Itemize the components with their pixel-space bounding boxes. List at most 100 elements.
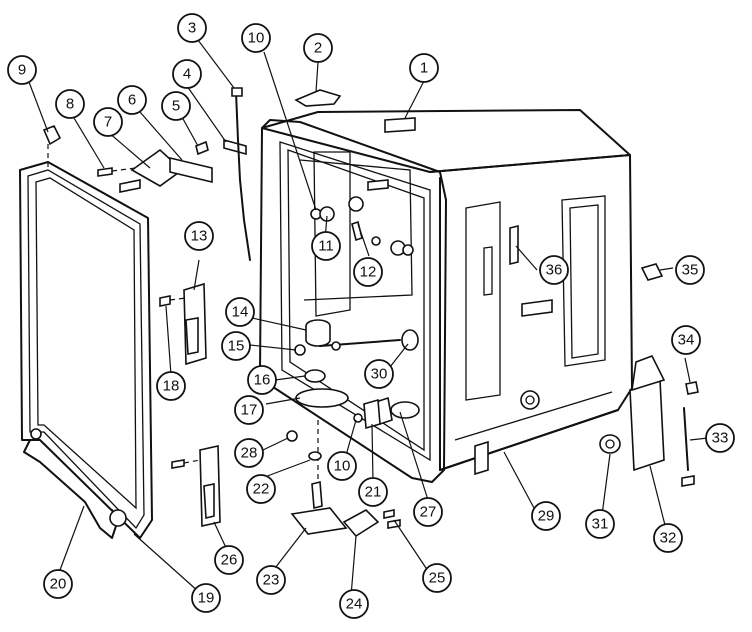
callout-number: 5 <box>172 98 180 115</box>
callout-circle <box>93 107 123 137</box>
callout-number: 1 <box>420 60 428 77</box>
callout-circle <box>653 523 683 553</box>
callout-11: 11 <box>311 231 341 261</box>
callout-3: 3 <box>177 13 207 43</box>
callout-circle <box>7 55 37 85</box>
callout-circle <box>225 297 255 327</box>
callout-number: 35 <box>682 262 699 279</box>
callout-number: 4 <box>183 66 191 83</box>
callout-number: 17 <box>241 402 258 419</box>
callout-circle <box>358 477 388 507</box>
callout-circle <box>585 509 615 539</box>
callout-circle <box>177 13 207 43</box>
callout-number: 20 <box>50 576 67 593</box>
callout-18: 18 <box>156 371 186 401</box>
callout-circle <box>353 257 383 287</box>
callout-number: 7 <box>104 114 112 131</box>
callout-number: 9 <box>18 62 26 79</box>
callout-number: 28 <box>241 445 258 462</box>
callout-number: 13 <box>191 228 208 245</box>
loose-parts <box>42 87 699 538</box>
callout-25: 25 <box>422 563 452 593</box>
callout-7: 7 <box>93 107 123 137</box>
callout-21: 21 <box>358 477 388 507</box>
callout-14: 14 <box>225 297 255 327</box>
callout-12: 12 <box>353 257 383 287</box>
callout-circle <box>705 423 735 453</box>
door-gasket <box>19 161 153 539</box>
callout-number: 36 <box>546 262 563 279</box>
callout-33: 33 <box>705 423 735 453</box>
callout-number: 8 <box>66 96 74 113</box>
callout-circle <box>156 371 186 401</box>
callout-number: 31 <box>592 516 609 533</box>
callout-26: 26 <box>214 545 244 575</box>
callout-27: 27 <box>413 497 443 527</box>
callout-number: 25 <box>429 570 446 587</box>
callout-circle <box>191 583 221 613</box>
callout-number: 19 <box>198 590 215 607</box>
callout-4: 4 <box>172 59 202 89</box>
callout-9: 9 <box>7 55 37 85</box>
callout-circle <box>256 565 286 595</box>
callout-circle <box>221 331 251 361</box>
callout-number: 22 <box>253 481 270 498</box>
callout-36: 36 <box>539 255 569 285</box>
callout-circle <box>327 451 357 481</box>
callout-circle <box>413 497 443 527</box>
callout-circle <box>339 589 369 619</box>
callout-circle <box>234 438 264 468</box>
callout-8: 8 <box>55 89 85 119</box>
callout-circle <box>246 474 276 504</box>
callout-circle <box>675 255 705 285</box>
callout-34: 34 <box>671 325 701 355</box>
callout-circle <box>43 569 73 599</box>
callout-number: 12 <box>360 264 377 281</box>
callout-number: 3 <box>188 20 196 37</box>
callout-20: 20 <box>43 569 73 599</box>
callout-circle <box>247 365 277 395</box>
callout-number: 23 <box>263 572 280 589</box>
callout-circle <box>172 59 202 89</box>
callout-number: 34 <box>678 332 695 349</box>
callout-22: 22 <box>246 474 276 504</box>
callout-circle <box>539 255 569 285</box>
callout-circle <box>531 501 561 531</box>
callout-2: 2 <box>303 33 333 63</box>
callout-circle <box>55 89 85 119</box>
callout-35: 35 <box>675 255 705 285</box>
callout-number: 33 <box>712 430 729 447</box>
callout-number: 21 <box>365 484 382 501</box>
callout-30: 30 <box>364 359 394 389</box>
callout-1: 1 <box>409 53 439 83</box>
callout-number: 29 <box>538 508 555 525</box>
callout-circle <box>117 85 147 115</box>
callout-circle <box>364 359 394 389</box>
callout-16: 16 <box>247 365 277 395</box>
callout-number: 15 <box>228 338 245 355</box>
callout-circle <box>671 325 701 355</box>
callout-number: 6 <box>128 92 136 109</box>
callout-number: 27 <box>420 504 437 521</box>
callout-5: 5 <box>161 91 191 121</box>
callout-32: 32 <box>653 523 683 553</box>
callout-19: 19 <box>191 583 221 613</box>
callout-number: 32 <box>660 530 677 547</box>
callout-13: 13 <box>184 221 214 251</box>
callout-number: 14 <box>232 304 249 321</box>
callout-number: 18 <box>163 378 180 395</box>
callout-circle <box>409 53 439 83</box>
callout-10: 10 <box>241 23 271 53</box>
callout-circle <box>184 221 214 251</box>
callout-29: 29 <box>531 501 561 531</box>
callout-number: 16 <box>254 372 271 389</box>
callout-10: 10 <box>327 451 357 481</box>
callout-number: 30 <box>371 366 388 383</box>
callout-15: 15 <box>221 331 251 361</box>
callout-circle <box>303 33 333 63</box>
callout-23: 23 <box>256 565 286 595</box>
callout-circle <box>161 91 191 121</box>
callout-number: 26 <box>221 552 238 569</box>
